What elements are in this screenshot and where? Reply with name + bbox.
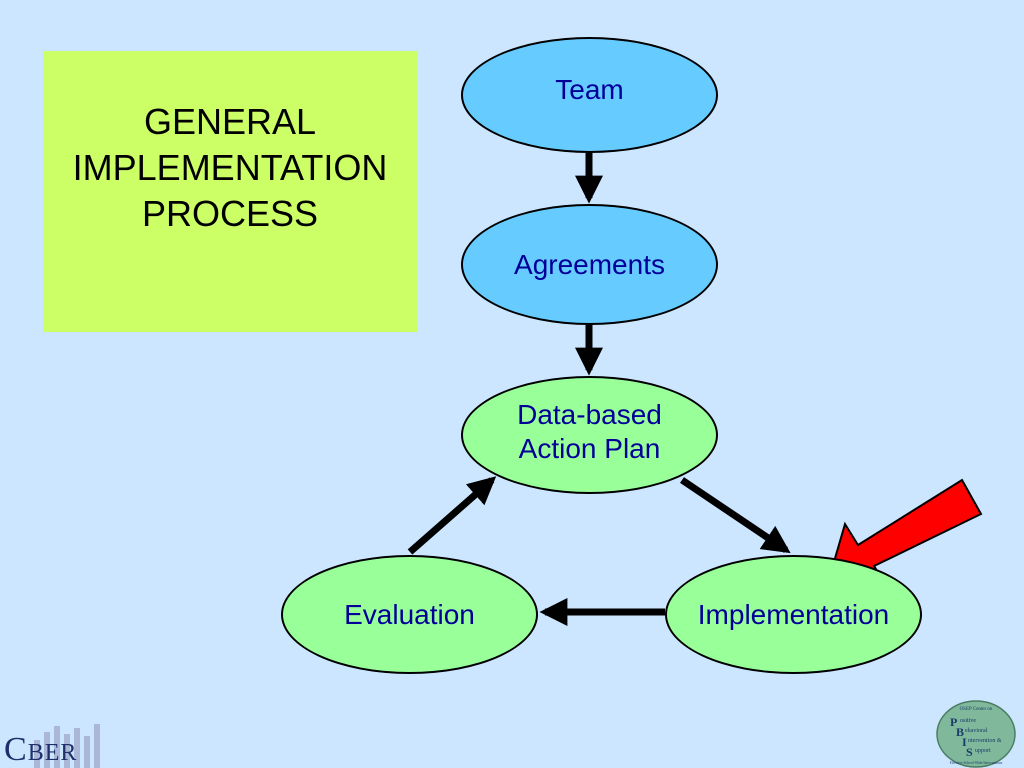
node-evaluation-label: Evaluation	[344, 598, 475, 630]
svg-text:upport: upport	[975, 748, 991, 754]
node-agreements-label: Agreements	[514, 248, 665, 280]
svg-text:B: B	[956, 725, 964, 739]
svg-text:S: S	[966, 745, 973, 759]
arrow-plan-to-implementation	[680, 477, 791, 554]
node-agreements: Agreements	[461, 204, 718, 325]
svg-text:Effective School-Wide Interven: Effective School-Wide Interventions	[950, 761, 1003, 765]
node-implementation-label: Implementation	[697, 598, 890, 630]
arrow-evaluation-to-plan	[407, 476, 497, 555]
node-evaluation: Evaluation	[281, 555, 538, 674]
svg-text:P: P	[950, 715, 957, 729]
svg-text:I: I	[962, 735, 967, 749]
cber-logo: CBER	[0, 722, 106, 768]
node-implementation: Implementation	[665, 555, 922, 674]
svg-text:ntervention &: ntervention &	[968, 738, 1002, 744]
node-data-based-action-plan-label: Data-based Action Plan	[517, 399, 662, 464]
svg-text:ositive: ositive	[960, 718, 976, 724]
svg-text:ehavioral: ehavioral	[965, 728, 988, 734]
node-team-label: Team	[555, 74, 624, 105]
node-data-based-action-plan: Data-based Action Plan	[461, 376, 718, 494]
title-box: GENERAL IMPLEMENTATION PROCESS	[43, 51, 417, 332]
node-team: Team	[461, 37, 718, 153]
diagram-title: GENERAL IMPLEMENTATION PROCESS	[72, 100, 388, 234]
cber-logo-text: CBER	[4, 731, 78, 768]
cber-logo-graphic	[34, 724, 100, 768]
svg-text:OSEP Center on: OSEP Center on	[960, 707, 993, 712]
pbis-logo: OSEP Center on P ositive B ehavioral I n…	[936, 700, 1016, 768]
